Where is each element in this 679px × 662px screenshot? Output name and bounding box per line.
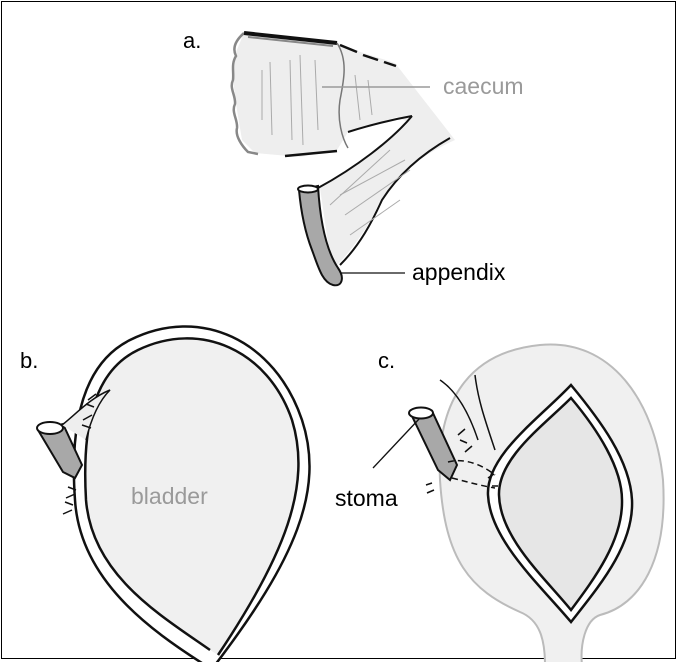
panel-c-illustration <box>373 344 664 662</box>
appendix-opening <box>298 186 318 193</box>
appendix-opening-c <box>409 408 433 419</box>
appendix-opening-b <box>37 422 63 434</box>
caecum-label: caecum <box>443 75 524 98</box>
panel-b-label: b. <box>20 350 38 372</box>
panel-a-illustration <box>232 33 455 285</box>
stoma-label: stoma <box>335 487 398 510</box>
appendix-label: appendix <box>412 261 505 284</box>
stoma-leader <box>373 418 420 468</box>
bladder-label: bladder <box>131 485 208 508</box>
panel-a-label: a. <box>183 30 201 52</box>
panel-c-label: c. <box>378 350 395 372</box>
